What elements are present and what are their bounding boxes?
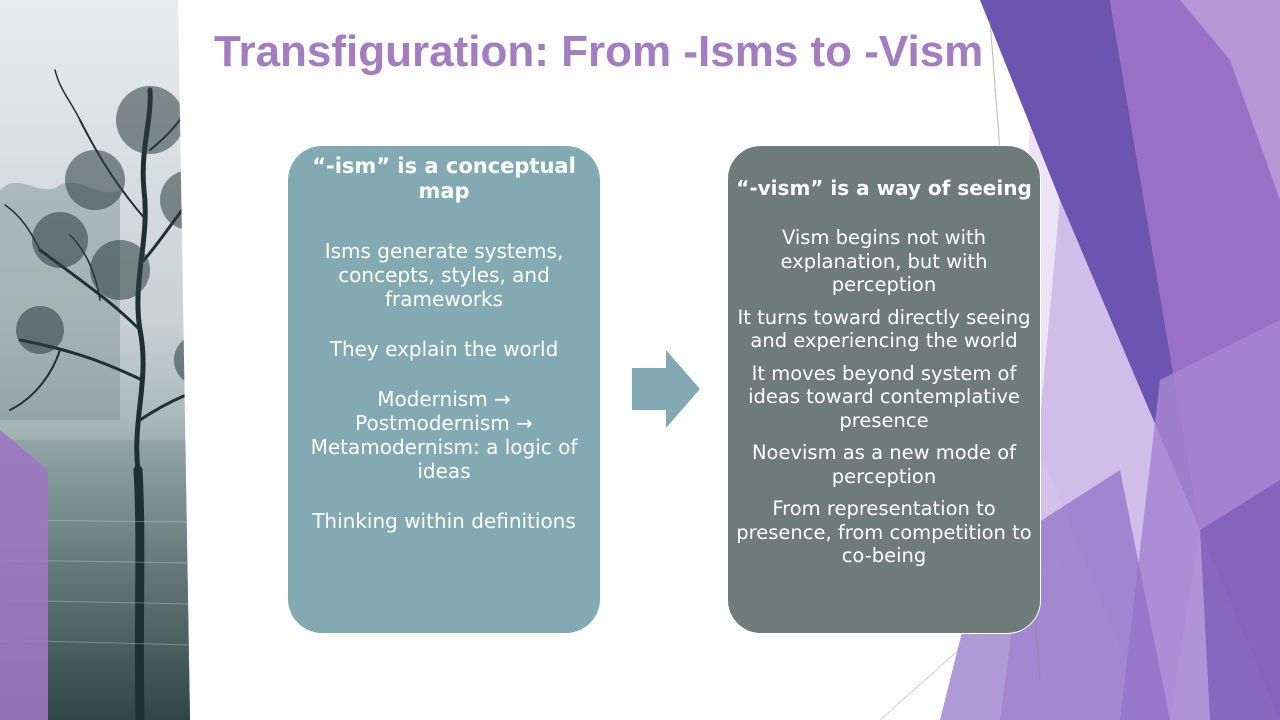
vism-box-item: Noevism as a new mode of perception xyxy=(751,441,1017,488)
vism-box-list: Vism begins not with explanation, but wi… xyxy=(736,226,1032,568)
slide-title: Transfiguration: From -Isms to -Vism xyxy=(214,27,984,76)
ism-box: “-ism” is a conceptual map Isms generate… xyxy=(288,146,600,633)
vism-box: “-vism” is a way of seeing Vism begins n… xyxy=(727,145,1041,634)
vism-box-heading: “-vism” is a way of seeing xyxy=(736,176,1032,200)
ism-box-item: Modernism → Postmodernism → Metamodernis… xyxy=(310,387,578,483)
vism-box-item: It moves beyond system of ideas toward c… xyxy=(748,361,1020,432)
left-accent-shape xyxy=(0,430,48,720)
ism-box-heading: “-ism” is a conceptual map xyxy=(312,154,576,203)
ism-box-item: They explain the world xyxy=(329,337,559,361)
vism-box-item: From representation to presence, from co… xyxy=(736,497,1032,567)
ism-box-item: Thinking within definitions xyxy=(312,509,576,533)
ism-box-item: Isms generate systems, concepts, styles,… xyxy=(324,239,564,311)
vism-box-item: It turns toward directly seeing and expe… xyxy=(737,305,1031,353)
ism-box-list: Isms generate systems, concepts, styles,… xyxy=(308,239,580,533)
vism-box-item: Vism begins not with explanation, but wi… xyxy=(780,226,988,296)
right-arrow-icon xyxy=(632,350,700,428)
